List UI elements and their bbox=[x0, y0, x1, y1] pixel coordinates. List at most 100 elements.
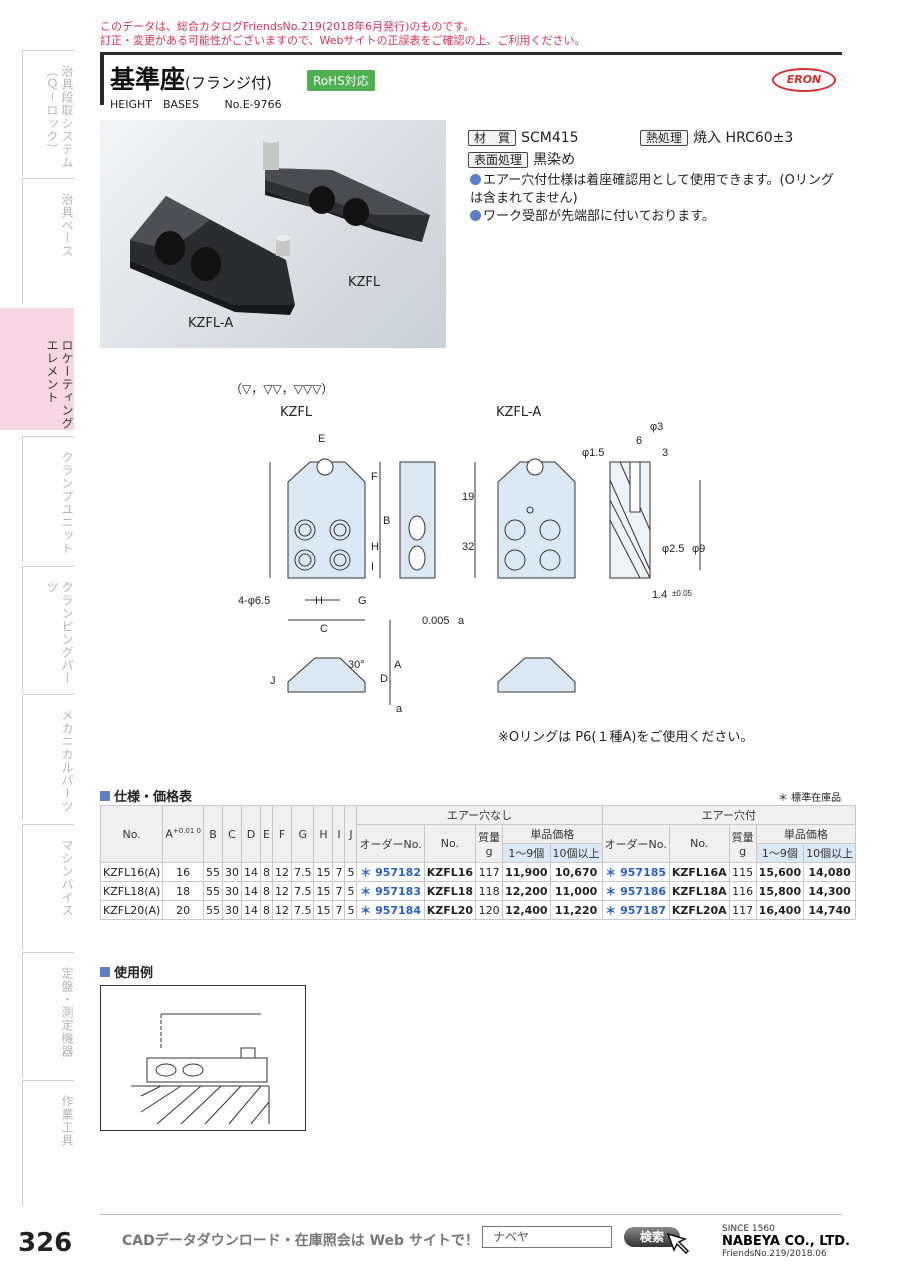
dim-a: A bbox=[394, 659, 402, 671]
col-i: I bbox=[332, 805, 346, 863]
dim-d: D bbox=[380, 673, 388, 685]
sidenav-item-work-tools[interactable]: 作業工具 bbox=[22, 1080, 74, 1206]
col-g: G bbox=[290, 805, 315, 863]
sidenav-label: 作業工具 bbox=[60, 1095, 74, 1147]
usage-example-figure bbox=[100, 985, 306, 1131]
dim-phi3: φ3 bbox=[650, 421, 663, 433]
dim-phi9: φ9 bbox=[692, 543, 705, 555]
drawing-label-kzfl: KZFL bbox=[280, 405, 313, 420]
dim-holes: 4-φ6.5 bbox=[238, 595, 270, 607]
order-link[interactable]: ＊ 957185 bbox=[601, 862, 670, 882]
sidenav-label: 治具ベース bbox=[60, 193, 74, 258]
col-h: H bbox=[313, 805, 334, 863]
dim-phi2-5: φ2.5 bbox=[662, 543, 684, 555]
order-link[interactable]: ＊ 957186 bbox=[601, 881, 670, 901]
cad-download-text: CADデータダウンロード・在庫照会は Web サイトで！ bbox=[122, 1233, 479, 1249]
usage-illustration bbox=[131, 1013, 270, 1125]
heat-tag: 熱処理 bbox=[640, 130, 689, 146]
sidenav-item-jig-base[interactable]: 治具ベース bbox=[22, 178, 74, 304]
title-rule bbox=[100, 52, 842, 55]
dim-tolerance: ±0.05 bbox=[672, 589, 693, 598]
dim-j: J bbox=[270, 675, 276, 687]
col-no-2: No. bbox=[668, 824, 730, 863]
sidenav-item-locating-element[interactable]: ロケーティングエレメント bbox=[22, 308, 74, 430]
sidenav-item-surface-plate[interactable]: 定盤・測定機器 bbox=[22, 952, 74, 1078]
dim-h2: H bbox=[315, 595, 323, 607]
rohs-badge: RoHS対応 bbox=[307, 70, 375, 91]
page-title: 基準座(フランジ付) bbox=[110, 60, 272, 96]
sidenav-item-machine-vise[interactable]: マシンバイス bbox=[22, 824, 74, 950]
material-row: 材 質 SCM415 bbox=[468, 127, 579, 146]
col-c: C bbox=[221, 805, 242, 863]
sidenav-label: クランピングパーツ bbox=[45, 581, 74, 685]
sidenav-label: 治具段取システム（Ｑ－ロック） bbox=[45, 65, 74, 169]
order-link[interactable]: ＊ 957187 bbox=[601, 900, 670, 920]
section-square-icon bbox=[100, 967, 110, 977]
col-price-10: 10個以上 bbox=[803, 843, 857, 863]
dim-3: 3 bbox=[662, 447, 668, 459]
col-f: F bbox=[271, 805, 292, 863]
dim-g: G bbox=[358, 595, 367, 607]
heat-row: 熱処理 焼入 HRC60±3 bbox=[640, 127, 793, 147]
photo-label-kzfl: KZFL bbox=[348, 275, 381, 290]
oring-note: ※Oリングは P6(１種A)をご使用ください。 bbox=[498, 730, 754, 745]
bullet-dot-icon bbox=[470, 210, 481, 221]
sidenav-item-clamp-unit[interactable]: クランプユニット bbox=[22, 436, 74, 562]
search-input[interactable]: ナベヤ bbox=[482, 1226, 612, 1248]
dim-flatness: 0.005 bbox=[422, 615, 450, 627]
col-e: E bbox=[259, 805, 273, 863]
bullet-dot-icon bbox=[470, 174, 481, 185]
title-accent bbox=[100, 55, 104, 105]
brand-since: SINCE 1560 bbox=[722, 1224, 775, 1234]
sidenav-item-clamping-parts[interactable]: クランピングパーツ bbox=[22, 566, 74, 692]
search-button[interactable]: 検索 bbox=[624, 1227, 680, 1247]
spec-price-table: No. A+0.01 0 B C D E F G H I J エアー穴なし エア… bbox=[99, 805, 857, 920]
drawing-label-kzfla: KZFL-A bbox=[496, 405, 542, 420]
sidenav-label: 定盤・測定機器 bbox=[60, 967, 74, 1058]
col-d: D bbox=[240, 805, 261, 863]
dimension-drawing: E F B H I 4-φ6.5 H G C A D J 30° 19 32 φ… bbox=[238, 421, 705, 715]
feature-list: エアー穴付仕様は着座確認用として使用できます。(Oリングは含まれてません) ワー… bbox=[470, 172, 842, 226]
order-link[interactable]: ＊ 957182 bbox=[356, 862, 425, 882]
dim-f: F bbox=[371, 471, 378, 483]
table-heading: 仕様・価格表 bbox=[100, 786, 192, 805]
page-subtitle: HEIGHT BASES No.E-9766 bbox=[110, 96, 282, 112]
dim-1-4: 1.4 bbox=[652, 589, 667, 601]
dim-h: H bbox=[371, 541, 379, 553]
dim-i: I bbox=[371, 561, 374, 573]
heat-value: 焼入 HRC60±3 bbox=[693, 130, 794, 146]
notice-line-1: このデータは、総合カタログFriendsNo.219(2018年6月発行)のもの… bbox=[100, 20, 475, 33]
col-price-2: 単品価格 bbox=[755, 824, 857, 844]
usage-heading: 使用例 bbox=[100, 962, 153, 981]
group-no-air: エアー穴なし bbox=[356, 805, 603, 825]
sidenav-item-q-lock[interactable]: 治具段取システム（Ｑ－ロック） bbox=[22, 50, 74, 176]
product-photo: KZFL KZFL-A bbox=[100, 120, 446, 348]
section-square-icon bbox=[100, 791, 110, 801]
photo-label-kzfla: KZFL-A bbox=[188, 316, 234, 331]
col-no: No. bbox=[99, 805, 164, 863]
surface-tag: 表面処理 bbox=[468, 152, 529, 168]
feature-item: エアー穴付仕様は着座確認用として使用できます。(Oリングは含まれてません) bbox=[470, 173, 834, 206]
col-j: J bbox=[344, 805, 358, 863]
order-link[interactable]: ＊ 957183 bbox=[356, 881, 425, 901]
active-section-marker bbox=[0, 308, 22, 430]
surface-value: 黒染め bbox=[533, 152, 576, 168]
footer-rule bbox=[100, 1214, 842, 1215]
col-b: B bbox=[202, 805, 223, 863]
order-link[interactable]: ＊ 957184 bbox=[356, 900, 425, 920]
sidenav-item-mechanical-parts[interactable]: メカニカルパーツ bbox=[22, 694, 74, 820]
col-a: A+0.01 0 bbox=[162, 805, 204, 863]
dim-datum: a bbox=[396, 703, 403, 715]
dim-b: B bbox=[383, 515, 390, 527]
title-suffix: (フランジ付) bbox=[185, 74, 272, 92]
title-main: 基準座 bbox=[110, 65, 186, 94]
catalog-notice: このデータは、総合カタログFriendsNo.219(2018年6月発行)のもの… bbox=[100, 20, 586, 48]
group-air: エアー穴付 bbox=[601, 805, 857, 825]
feature-item: ワーク受部が先端部に付いております。 bbox=[470, 208, 842, 226]
col-order-2: オーダーNo. bbox=[601, 824, 670, 863]
nabeya-brand: SINCE 1560 NABEYA CO., LTD. FriendsNo.21… bbox=[722, 1224, 850, 1259]
